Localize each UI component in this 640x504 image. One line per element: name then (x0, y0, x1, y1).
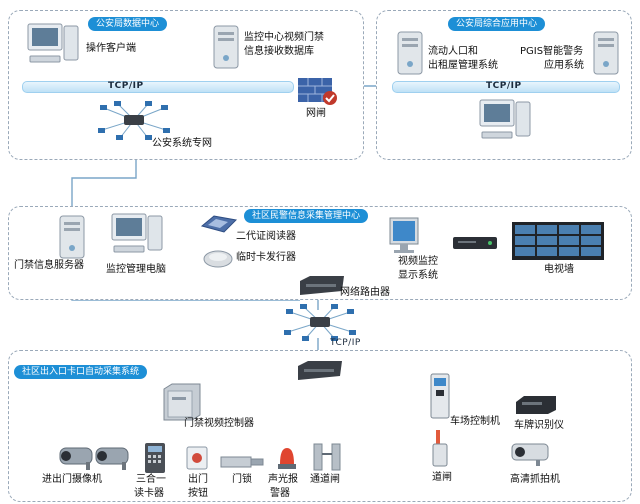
door-lock-icon (220, 456, 264, 468)
router-icon (300, 276, 344, 295)
tcpip-label-lower: TCP/IP (330, 338, 361, 348)
hd-camera-icon (511, 443, 549, 466)
label-hd-camera: 高清抓拍机 (510, 474, 560, 485)
network-hub-icon (284, 304, 356, 341)
zone-title-community-gate: 社区出入口卡口自动采集系统 (14, 365, 148, 379)
workstation-icon (479, 99, 531, 139)
label-parking-controller: 车场控制机 (450, 416, 500, 427)
network-hub-icon (98, 101, 170, 140)
zone-title-community-police: 社区民警信息采集管理中心 (244, 209, 369, 223)
label-door-video-controller: 门禁视频控制器 (184, 418, 254, 429)
exit-button-icon (186, 446, 208, 470)
label-three-in-one-line1: 三合一 (136, 474, 166, 485)
label-id-reader: 二代证阅读器 (236, 231, 296, 242)
label-pgis-line2: 应用系统 (544, 60, 584, 71)
turnstile-icon (313, 443, 341, 471)
alarm-light-icon (278, 448, 296, 469)
tcpip-label-right: TCP/IP (486, 81, 522, 91)
server-tower-icon (593, 31, 619, 75)
tv-wall-icon (512, 222, 604, 260)
workstation-icon (111, 213, 163, 253)
label-three-in-one-line2: 读卡器 (134, 488, 164, 499)
bullet-camera-icon (59, 447, 93, 470)
monitor-icon (389, 217, 419, 253)
label-pgis-line1: PGIS智能警务 (520, 46, 584, 57)
zone-title-psb-data-center: 公安局数据中心 (88, 17, 168, 31)
router-icon (298, 361, 342, 380)
tcpip-bar-right (392, 81, 620, 93)
label-tv-wall: 电视墙 (544, 264, 574, 275)
label-video-display-line1: 视频监控 (398, 256, 438, 267)
label-operate-client: 操作客户端 (86, 43, 136, 54)
tcpip-bar-left (22, 81, 294, 93)
label-exit-button-line1: 出门 (188, 474, 208, 485)
tcpip-label-left: TCP/IP (108, 81, 144, 91)
label-barrier: 道闸 (432, 472, 452, 483)
label-floating-pop-line2: 出租屋管理系统 (428, 60, 498, 71)
label-alarm-line2: 警器 (270, 488, 290, 499)
label-monitor-pc: 监控管理电脑 (106, 264, 166, 275)
server-tower-icon (397, 31, 423, 75)
label-floating-pop-line1: 流动人口和 (428, 46, 478, 57)
label-alarm-line1: 声光报 (268, 474, 298, 485)
plate-recognizer-icon (516, 396, 556, 414)
label-exit-button-line2: 按钮 (188, 488, 208, 499)
label-monitor-db-line1: 监控中心视频门禁 (244, 32, 324, 43)
firewall-icon (298, 78, 337, 105)
label-door-server: 门禁信息服务器 (14, 260, 84, 271)
label-temp-card: 临时卡发行器 (236, 252, 296, 263)
label-gateway: 网闸 (306, 108, 326, 119)
barrier-gate-icon (432, 430, 448, 467)
label-monitor-db-line2: 信息接收数据库 (244, 46, 314, 57)
controller-box-icon (163, 383, 201, 421)
parking-terminal-icon (430, 373, 450, 419)
card-issuer-icon (203, 250, 233, 268)
keypad-reader-icon (145, 443, 165, 473)
server-tower-icon (213, 25, 239, 69)
label-police-network: 公安系统专网 (152, 138, 212, 149)
zone-title-psb-app-center: 公安局综合应用中心 (448, 17, 546, 31)
dvr-icon (453, 237, 497, 249)
label-turnstile: 通道闸 (310, 474, 340, 485)
label-video-display-line2: 显示系统 (398, 270, 438, 281)
label-router: 网络路由器 (340, 287, 390, 298)
card-reader-icon (200, 215, 238, 233)
label-in-out-camera: 进出门摄像机 (42, 474, 102, 485)
server-tower-icon (59, 215, 85, 259)
label-plate-recognizer: 车牌识别仪 (514, 420, 564, 431)
bullet-camera-icon (95, 447, 129, 470)
workstation-icon (27, 23, 79, 63)
label-door-lock: 门锁 (232, 474, 252, 485)
